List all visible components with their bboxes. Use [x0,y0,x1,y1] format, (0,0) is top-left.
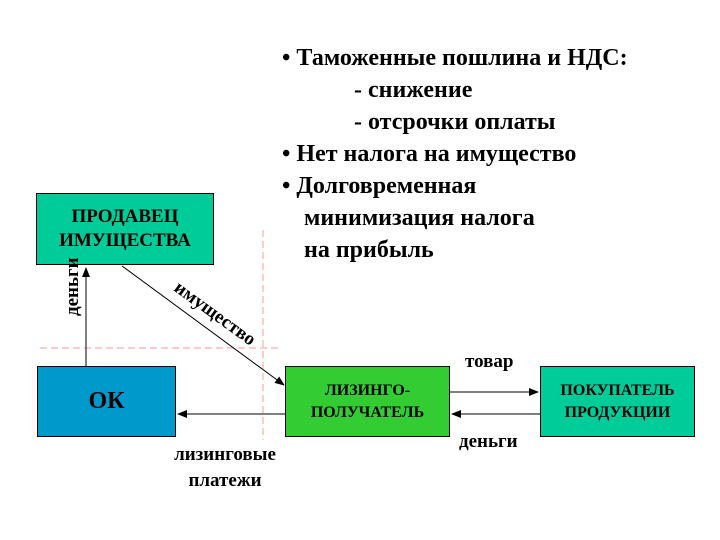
buyer-label-line2: ПРОДУКЦИИ [564,403,671,421]
goods-label: товар [465,351,514,372]
seller-label-line1: ПРОДАВЕЦ [71,206,179,227]
ok-label: ОК [88,388,125,414]
lessee-box: ЛИЗИНГО- ПОЛУЧАТЕЛЬ [285,366,450,437]
payments-label-line1: лизинговые [174,444,276,465]
lessee-label-line1: ЛИЗИНГО- [324,381,411,399]
payments-label: лизинговые платежи [150,442,300,494]
lessee-label-line2: ПОЛУЧАТЕЛЬ [310,403,425,421]
bullet-customs: • Таможенные пошлина и НДС: [282,45,628,71]
bullet-long-term-line3: на прибыль [304,237,434,263]
bullet-long-term-line2: минимизация налога [304,205,535,231]
ok-box: ОК [37,366,176,437]
payments-label-line2: платежи [188,470,262,491]
bullet-long-term: • Долговременная [282,173,477,199]
sub-bullet-reduction: - снижение [354,77,473,103]
arrow-property-to-lessee [121,265,285,386]
money-up-label: деньги [62,257,83,316]
seller-box: ПРОДАВЕЦ ИМУЩЕСТВА [36,193,214,265]
seller-label-line2: ИМУЩЕСТВА [59,230,191,251]
buyer-box: ПОКУПАТЕЛЬ ПРОДУКЦИИ [540,366,695,437]
buyer-label-line1: ПОКУПАТЕЛЬ [560,381,675,399]
money-buyer-label: деньги [459,431,518,452]
benefits-list: • Таможенные пошлина и НДС: - снижение -… [282,42,628,266]
bullet-property-tax: • Нет налога на имущество [282,141,577,167]
sub-bullet-deferral: - отсрочки оплаты [354,109,556,135]
